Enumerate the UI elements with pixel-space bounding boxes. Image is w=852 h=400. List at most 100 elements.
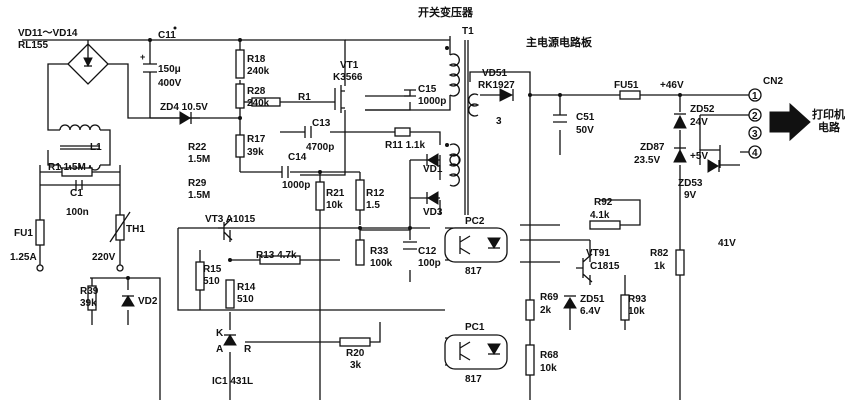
c13-label: C13 bbox=[312, 118, 331, 129]
r92-label: R92 bbox=[594, 197, 613, 208]
zd4-label: ZD4 10.5V bbox=[160, 102, 208, 113]
r33-label: R33 bbox=[370, 246, 389, 257]
zd53-label: ZD53 bbox=[678, 178, 703, 189]
pin2-label: 2 bbox=[752, 111, 758, 122]
r11-label: R11 1.1k bbox=[385, 140, 425, 151]
r82-label: R82 bbox=[650, 248, 669, 259]
pin4-label: 4 bbox=[752, 148, 758, 159]
zd52-label: ZD52 bbox=[690, 104, 715, 115]
t1-label: T1 bbox=[462, 26, 474, 37]
r93-val: 10k bbox=[628, 306, 645, 317]
fu51-label: FU51 bbox=[614, 80, 639, 91]
vt91-type: C1815 bbox=[590, 261, 620, 272]
bridge-type: RL155 bbox=[18, 40, 48, 51]
zd52-val: 24V bbox=[690, 117, 708, 128]
vd1-label: VD1 bbox=[423, 164, 443, 175]
pin3-label: 3 bbox=[496, 116, 502, 127]
r33-val: 100k bbox=[370, 258, 393, 269]
r39-label: R39 bbox=[80, 286, 99, 297]
fu1-val: 1.25A bbox=[10, 252, 37, 263]
r18-label: R18 bbox=[247, 54, 266, 65]
vd51-label: VD51 bbox=[482, 68, 507, 79]
r13-label: R13 4.7k bbox=[256, 250, 297, 261]
r15-val: 510 bbox=[203, 276, 220, 287]
c15-label: C15 bbox=[418, 84, 437, 95]
vd3-label: VD3 bbox=[423, 207, 443, 218]
ic1-a: A bbox=[216, 344, 223, 355]
printer-circuit-title-1: 打印机 bbox=[812, 107, 845, 121]
zd51-val: 6.4V bbox=[580, 306, 601, 317]
vt91-label: VT91 bbox=[586, 248, 610, 259]
c13-val: 4700p bbox=[306, 142, 334, 153]
svg-text:+: + bbox=[140, 52, 145, 62]
r15-label: R15 bbox=[203, 264, 222, 275]
c14-label: C14 bbox=[288, 152, 307, 163]
pc2-label: PC2 bbox=[465, 216, 485, 227]
r39-val: 39k bbox=[80, 298, 97, 309]
r82-val: 1k bbox=[654, 261, 666, 272]
ic1-k: K bbox=[216, 328, 224, 339]
labels: 开关变压器 主电源电路板 打印机 电路 VD11～VD14 RL155 C11 … bbox=[10, 5, 845, 387]
vt1-type: K3566 bbox=[333, 72, 363, 83]
c11-val1: 150μ bbox=[158, 64, 181, 75]
zd53-val: 9V bbox=[684, 190, 697, 201]
vd51-type: RK1927 bbox=[478, 80, 515, 91]
r28-val: 240k bbox=[247, 98, 270, 109]
r22-val: 1.5M bbox=[188, 154, 210, 165]
wires bbox=[22, 36, 750, 400]
r92-val: 4.1k bbox=[590, 210, 610, 221]
r14-val: 510 bbox=[237, 294, 254, 305]
r28-label: R28 bbox=[247, 86, 266, 97]
r22-label: R22 bbox=[188, 142, 207, 153]
fu1-label: FU1 bbox=[14, 228, 33, 239]
c1-val: 100n bbox=[66, 207, 89, 218]
main-board-title: 主电源电路板 bbox=[526, 35, 593, 49]
r20-val: 3k bbox=[350, 360, 362, 371]
zd87-val: 23.5V bbox=[634, 155, 660, 166]
ac-in-label: 220V bbox=[92, 252, 116, 263]
r29-label: R29 bbox=[188, 178, 207, 189]
r21-val: 10k bbox=[326, 200, 343, 211]
r14-label: R14 bbox=[237, 282, 256, 293]
ic1-r: R bbox=[244, 344, 252, 355]
zd87-label: ZD87 bbox=[640, 142, 665, 153]
r18-val: 240k bbox=[247, 66, 270, 77]
c1-label: C1 bbox=[70, 188, 83, 199]
r17-val: 39k bbox=[247, 147, 264, 158]
vt1-label: VT1 bbox=[340, 60, 359, 71]
c11-label: C11 bbox=[158, 30, 176, 41]
vt3-label: VT3 A1015 bbox=[205, 214, 256, 225]
r17-label: R17 bbox=[247, 134, 266, 145]
th1-label: TH1 bbox=[126, 224, 145, 235]
pin3b-label: 3 bbox=[752, 129, 758, 140]
cn2-label: CN2 bbox=[763, 76, 783, 87]
c15-val: 1000p bbox=[418, 96, 446, 107]
pc1-label: PC1 bbox=[465, 322, 485, 333]
c51-label: C51 bbox=[576, 112, 595, 123]
printer-circuit-title-2: 电路 bbox=[818, 120, 841, 134]
ic1-label: IC1 431L bbox=[212, 376, 253, 387]
r1-1-label: R1 1.5M bbox=[48, 162, 86, 173]
c51-val: 50V bbox=[576, 125, 594, 136]
pin1-label: 1 bbox=[752, 91, 758, 102]
r12-val: 1.5 bbox=[366, 200, 380, 211]
r29-val: 1.5M bbox=[188, 190, 210, 201]
r68-label: R68 bbox=[540, 350, 559, 361]
v41-label: 41V bbox=[718, 238, 736, 249]
r1-label: R1 bbox=[298, 92, 311, 103]
bridge-label: VD11～VD14 bbox=[18, 28, 78, 39]
zd51-label: ZD51 bbox=[580, 294, 605, 305]
transformer-title: 开关变压器 bbox=[418, 5, 474, 19]
r12-label: R12 bbox=[366, 188, 385, 199]
components: + bbox=[35, 26, 811, 376]
v46-label: +46V bbox=[660, 80, 684, 91]
l1-label: L1 bbox=[90, 142, 102, 153]
vd2-label: VD2 bbox=[138, 296, 158, 307]
r21-label: R21 bbox=[326, 188, 345, 199]
pc2-type: 817 bbox=[465, 266, 482, 277]
c12-val: 100p bbox=[418, 258, 441, 269]
r69-val: 2k bbox=[540, 305, 552, 316]
r20-label: R20 bbox=[346, 348, 365, 359]
c12-label: C12 bbox=[418, 246, 437, 257]
